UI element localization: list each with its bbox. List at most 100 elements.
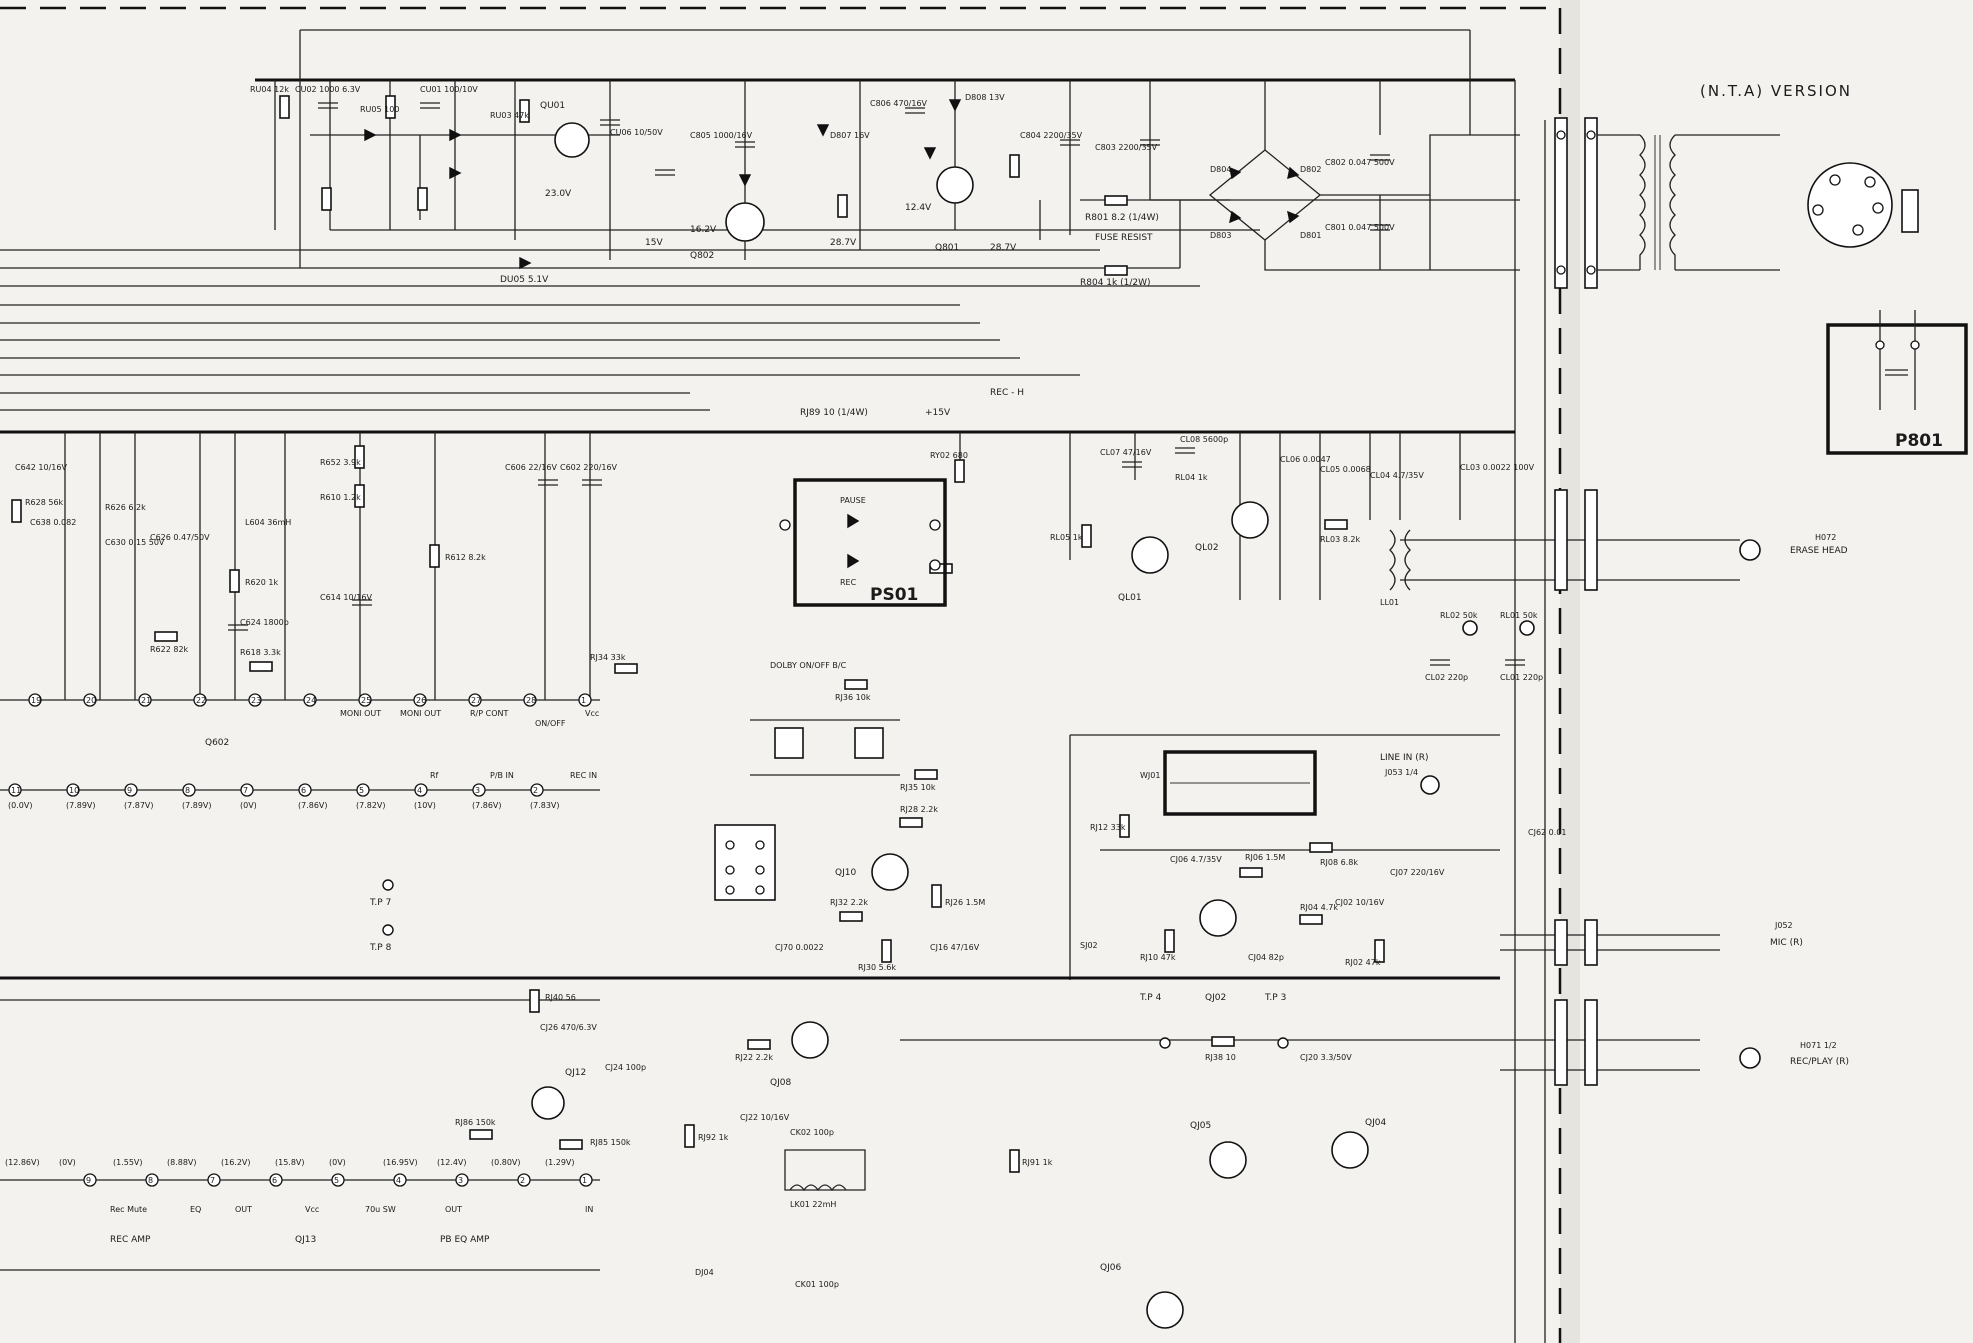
qj13-pin-circle xyxy=(331,1173,345,1187)
resistor-rj02 xyxy=(1374,939,1385,963)
label-12v: 12.4V xyxy=(905,203,932,213)
resistor-rj06 xyxy=(1239,867,1263,878)
label-pb-in: P/B IN xyxy=(490,771,514,780)
q602-top-pin-number: 28 xyxy=(526,696,536,705)
label-c806: C806 470/16V xyxy=(870,99,928,108)
diode-d804 xyxy=(1229,166,1242,180)
label-cl04: CL04 4.7/35V xyxy=(1370,471,1424,480)
switch-sj01-4 xyxy=(774,727,804,759)
q602-pin-voltage: (0V) xyxy=(240,801,257,810)
label-d808: D808 13V xyxy=(965,93,1005,102)
q602-top-pin-circle xyxy=(468,693,482,707)
transistor-qj12 xyxy=(531,1086,565,1120)
label-cj06: CJ06 4.7/35V xyxy=(1170,855,1222,864)
jack-line-in xyxy=(1420,775,1440,795)
resistor-r618 xyxy=(249,661,273,672)
q602-top-pin-circle xyxy=(578,693,592,707)
capacitor-cl01 xyxy=(1505,659,1525,666)
resistor-rj36 xyxy=(844,679,868,690)
label-qj04: QJ04 xyxy=(1365,1118,1386,1128)
label-c642: C642 10/16V xyxy=(15,463,67,472)
q602-top-pin-number: 23 xyxy=(251,696,261,705)
q602-top-pin-number: 27 xyxy=(471,696,481,705)
q602-bottom-pin-number: 8 xyxy=(185,786,190,795)
label-rl05: RL05 1k xyxy=(1050,533,1083,542)
capacitor-c614 xyxy=(352,599,372,606)
test-point-tp3 xyxy=(1277,1037,1289,1049)
label-cl06: CL06 0.0047 xyxy=(1280,455,1331,464)
diode-d808 xyxy=(948,99,962,112)
capacitor-c801 xyxy=(1370,224,1390,231)
label-pause: PAUSE xyxy=(840,496,866,505)
label-cl05: CL05 0.0068 xyxy=(1320,465,1371,474)
resistor-ru02 xyxy=(321,187,332,211)
resistor-r622 xyxy=(154,631,178,642)
resistor-rj32 xyxy=(839,911,863,922)
label-cl08: CL08 5600p xyxy=(1180,435,1228,444)
label-c626: C626 0.47/50V xyxy=(150,533,210,542)
resistor-r610 xyxy=(354,484,365,508)
qj13-pin-voltage: (0V) xyxy=(329,1158,346,1167)
head-rec-play xyxy=(1739,1047,1761,1069)
label-moni-out-a: MONI OUT xyxy=(340,709,381,718)
transistor-qj08 xyxy=(791,1021,829,1059)
mid-bus-section: PS01 PAUSE REC QL01 QL02 LL01 ERASE HEAD… xyxy=(0,430,1848,700)
label-fuse-resist: FUSE RESIST xyxy=(1095,233,1153,243)
label-28v-a: 28.7V xyxy=(830,238,857,248)
label-rj22: RJ22 2.2k xyxy=(735,1053,773,1062)
label-plus15: +15V xyxy=(925,408,951,418)
label-rec-in: REC IN xyxy=(570,771,597,780)
q602-top-pin-number: 1 xyxy=(581,696,586,705)
label-on-off: ON/OFF xyxy=(535,719,566,728)
label-cu06: CU06 10/50V xyxy=(610,128,663,137)
test-point-tp7 xyxy=(382,879,394,891)
label-rj02: RJ02 47k xyxy=(1345,958,1381,967)
connector-j804 xyxy=(1554,117,1568,289)
connector-rec-play-b xyxy=(1584,999,1598,1086)
capacitor-c805 xyxy=(735,141,755,148)
resistor-ru01 xyxy=(417,187,428,211)
dolby-switch-section: DOLBY ON/OFF B/C RJ34 33k RJ36 10k RJ35 … xyxy=(590,653,985,972)
label-r804: R804 1k (1/2W) xyxy=(1080,278,1151,288)
transistor-qj10 xyxy=(871,853,909,891)
label-qj13-eq: EQ xyxy=(190,1205,201,1214)
resistor-rj38 xyxy=(1211,1036,1235,1047)
label-ru05: RU05 100 xyxy=(360,105,399,114)
diode-du05 xyxy=(519,256,532,270)
label-cj07: CJ07 220/16V xyxy=(1390,868,1445,877)
version-title: (N.T.A) VERSION xyxy=(1700,82,1852,100)
capacitor-c807 xyxy=(655,169,675,176)
transistor-qu01 xyxy=(554,122,590,158)
qj13-pin-circle xyxy=(393,1173,407,1187)
resistor-r628 xyxy=(11,499,22,523)
q602-bottom-pin-number: 6 xyxy=(301,786,306,795)
transistor-qj06 xyxy=(1146,1291,1184,1329)
label-ry02: RY02 680 xyxy=(930,451,968,460)
q602-top-pin-circle xyxy=(303,693,317,707)
label-cj16: CJ16 47/16V xyxy=(930,943,980,952)
label-r622: R622 82k xyxy=(150,645,189,654)
label-c803: C803 2200/35V xyxy=(1095,143,1158,152)
trimmer-rl01 xyxy=(1519,620,1535,636)
resistor-ry01 xyxy=(929,563,953,574)
label-rj32: RJ32 2.2k xyxy=(830,898,868,907)
qj13-pin-voltage: (12.4V) xyxy=(437,1158,467,1167)
label-cl03: CL03 0.0022 100V xyxy=(1460,463,1535,472)
label-rj91: RJ91 1k xyxy=(1022,1158,1053,1167)
diode-d802 xyxy=(1287,166,1300,180)
connector-j093 xyxy=(1901,189,1919,233)
ps01-box xyxy=(793,478,947,607)
qj13-pin-circle xyxy=(579,1173,593,1187)
diode-d806 xyxy=(923,147,937,160)
q602-pin-voltage: (7.86V) xyxy=(472,801,502,810)
switch-sj01-5 xyxy=(854,727,884,759)
erase-head-symbol xyxy=(1739,539,1761,561)
label-qj13-vcc: Vcc xyxy=(305,1205,319,1214)
label-rj35: RJ35 10k xyxy=(900,783,936,792)
label-qj12: QJ12 xyxy=(565,1068,586,1078)
resistor-ru03 xyxy=(519,99,530,123)
resistor-r802 xyxy=(837,194,848,218)
